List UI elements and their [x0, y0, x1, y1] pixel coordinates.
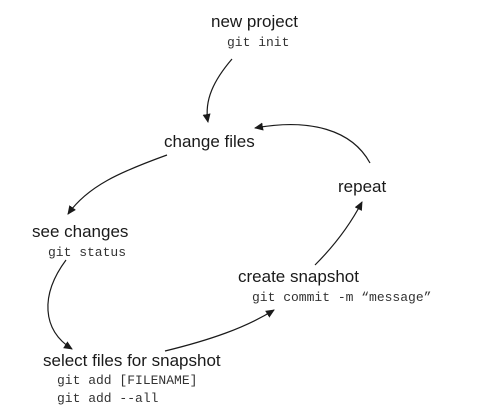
node-create-snapshot: create snapshot git commit -m “message” [238, 267, 431, 307]
node-repeat-label: repeat [338, 177, 387, 196]
node-create-snapshot-command: git commit -m “message” [252, 290, 432, 305]
node-select-files-command-1: git add [FILENAME] [57, 373, 198, 388]
node-select-files: select files for snapshot git add [FILEN… [43, 351, 221, 408]
node-see-changes-label: see changes [32, 222, 129, 241]
node-change-files-label: change files [164, 132, 255, 151]
arrow-repeat-to-change-files [254, 122, 371, 164]
arrow-create-snapshot-to-repeat [314, 201, 363, 266]
node-new-project-command: git init [227, 35, 290, 50]
node-new-project-label: new project [211, 12, 298, 31]
node-select-files-label: select files for snapshot [43, 351, 221, 370]
node-select-files-command-2: git add --all [57, 391, 159, 406]
arrow-new-project-to-change-files [202, 58, 233, 123]
node-see-changes-command: git status [48, 245, 127, 260]
node-create-snapshot-label: create snapshot [238, 267, 359, 286]
node-change-files: change files [164, 132, 255, 152]
arrow-see-changes-to-select-files [47, 259, 73, 350]
arrow-change-files-to-see-changes [67, 154, 168, 215]
node-repeat: repeat [338, 177, 386, 197]
node-new-project: new project git init [211, 12, 298, 52]
arrow-select-files-to-create-snapshot [164, 309, 275, 352]
node-see-changes: see changes git status [32, 222, 128, 262]
